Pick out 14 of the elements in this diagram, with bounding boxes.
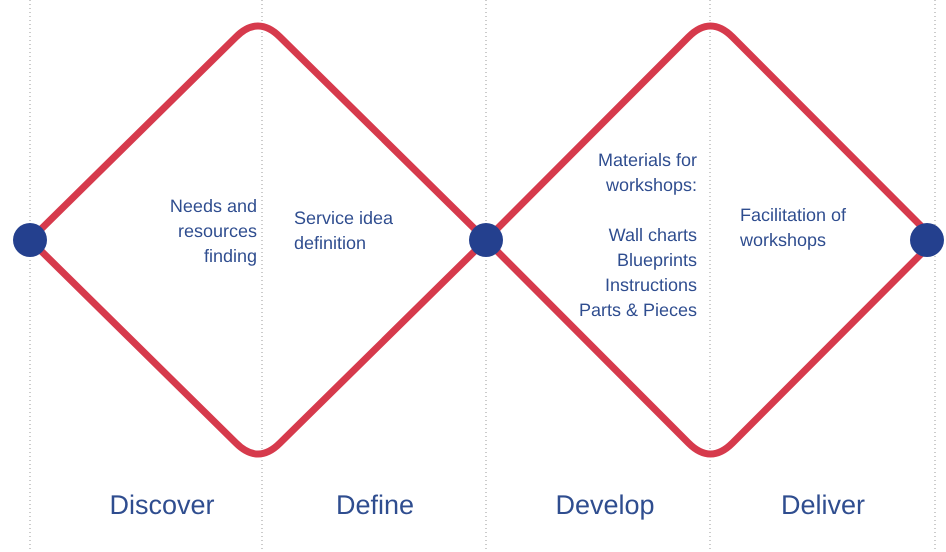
vertex-dot [13,223,47,257]
phase-label: Develop [554,490,656,521]
phase-label: Deliver [780,490,866,521]
stage-text: Blueprints [616,249,697,272]
phase-label: Discover [108,490,216,521]
stage-text: Parts & Pieces [578,299,697,322]
vertex-dot [910,223,944,257]
stage-text: Facilitation of workshops [740,204,848,252]
phase-label: Define [334,490,416,521]
stage-text: Wall charts [608,224,697,247]
stage-text: Instructions [604,274,697,297]
stage-text: Needs and resources finding [168,195,257,268]
stage-text: Service idea definition [294,207,394,255]
stage-text: Materials for workshops: [596,149,697,197]
